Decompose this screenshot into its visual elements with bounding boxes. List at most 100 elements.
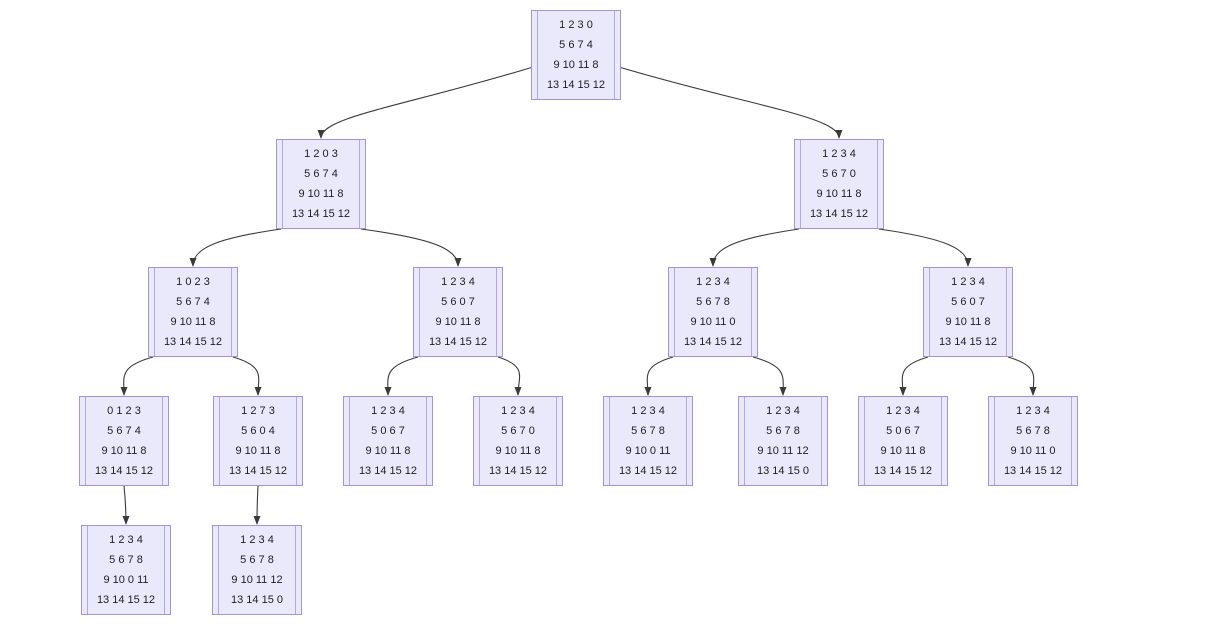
- puzzle-row: 1 2 3 4: [109, 534, 143, 546]
- puzzle-row: 9 10 11 8: [945, 316, 991, 328]
- puzzle-row: 9 10 11 8: [816, 188, 862, 200]
- puzzle-row: 9 10 11 0: [690, 316, 736, 328]
- puzzle-state-node: 1 2 3 4 5 0 6 7 9 10 11 8 13 14 15 12: [343, 396, 433, 486]
- puzzle-row: 13 14 15 12: [683, 336, 743, 348]
- puzzle-row: 5 6 7 8: [696, 296, 730, 308]
- puzzle-state-node: 1 2 3 4 5 6 7 8 9 10 0 11 13 14 15 12: [603, 396, 693, 486]
- puzzle-row: 13 14 15 12: [94, 465, 154, 477]
- tree-edge: [122, 485, 130, 525]
- puzzle-row: 5 6 7 8: [240, 554, 274, 566]
- puzzle-row: 1 2 3 4: [371, 405, 405, 417]
- puzzle-row: 9 10 11 8: [553, 59, 599, 71]
- tree-edge: [384, 356, 419, 396]
- puzzle-row: 9 10 11 12: [231, 574, 283, 586]
- puzzle-row: 9 10 11 0: [1010, 445, 1056, 457]
- puzzle-row: 13 14 15 0: [231, 594, 283, 606]
- tree-edge: [497, 356, 522, 396]
- puzzle-row: 1 2 3 4: [766, 405, 800, 417]
- puzzle-row: 13 14 15 12: [938, 336, 998, 348]
- puzzle-row: 13 14 15 12: [546, 79, 606, 91]
- puzzle-state-node: 1 2 3 4 5 0 6 7 9 10 11 8 13 14 15 12: [858, 396, 948, 486]
- tree-edge: [709, 228, 800, 267]
- puzzle-row: 9 10 11 8: [170, 316, 216, 328]
- puzzle-row: 9 10 11 8: [495, 445, 541, 457]
- tree-edge: [189, 228, 282, 267]
- tree-edge: [253, 485, 261, 525]
- tree-edge: [232, 356, 262, 396]
- puzzle-row: 5 0 6 7: [886, 425, 920, 437]
- puzzle-state-node: 1 2 3 4 5 6 7 8 9 10 11 0 13 14 15 12: [988, 396, 1078, 486]
- puzzle-row: 5 6 7 4: [107, 425, 141, 437]
- puzzle-row: 5 0 6 7: [371, 425, 405, 437]
- puzzle-row: 13 14 15 12: [358, 465, 418, 477]
- puzzle-state-node: 1 2 3 0 5 6 7 4 9 10 11 8 13 14 15 12: [531, 10, 621, 100]
- puzzle-row: 1 2 7 3: [241, 405, 275, 417]
- puzzle-row: 1 2 3 4: [822, 148, 856, 160]
- puzzle-row: 5 6 7 4: [304, 168, 338, 180]
- puzzle-row: 13 14 15 12: [873, 465, 933, 477]
- puzzle-row: 5 6 7 8: [1016, 425, 1050, 437]
- puzzle-state-node: 1 2 3 4 5 6 0 7 9 10 11 8 13 14 15 12: [413, 267, 503, 357]
- puzzle-state-node: 1 2 3 4 5 6 7 8 9 10 11 12 13 14 15 0: [212, 525, 302, 615]
- puzzle-state-node: 1 2 3 4 5 6 7 0 9 10 11 8 13 14 15 12: [473, 396, 563, 486]
- puzzle-row: 13 14 15 12: [618, 465, 678, 477]
- puzzle-row: 9 10 0 11: [625, 445, 671, 457]
- puzzle-row: 0 1 2 3: [107, 405, 141, 417]
- puzzle-row: 9 10 0 11: [103, 574, 149, 586]
- puzzle-state-node: 1 2 3 4 5 6 0 7 9 10 11 8 13 14 15 12: [923, 267, 1013, 357]
- puzzle-row: 13 14 15 12: [1003, 465, 1063, 477]
- tree-edge: [120, 356, 154, 396]
- tree-edge: [1007, 356, 1037, 396]
- puzzle-row: 13 14 15 12: [488, 465, 548, 477]
- puzzle-row: 5 6 7 0: [501, 425, 535, 437]
- tree-edge: [360, 228, 462, 267]
- puzzle-row: 5 6 7 4: [176, 296, 210, 308]
- puzzle-state-node: 1 2 0 3 5 6 7 4 9 10 11 8 13 14 15 12: [276, 139, 366, 229]
- puzzle-row: 9 10 11 8: [365, 445, 411, 457]
- puzzle-state-node: 1 2 3 4 5 6 7 0 9 10 11 8 13 14 15 12: [794, 139, 884, 229]
- puzzle-row: 13 14 15 0: [757, 465, 809, 477]
- puzzle-row: 5 6 7 8: [766, 425, 800, 437]
- puzzle-row: 5 6 7 8: [631, 425, 665, 437]
- tree-edge: [899, 356, 929, 396]
- puzzle-row: 9 10 11 8: [880, 445, 926, 457]
- puzzle-state-node: 1 2 3 4 5 6 7 8 9 10 0 11 13 14 15 12: [81, 525, 171, 615]
- tree-edge: [620, 67, 843, 139]
- puzzle-row: 1 2 3 4: [951, 276, 985, 288]
- puzzle-row: 1 2 3 4: [886, 405, 920, 417]
- tree-edge: [752, 356, 787, 396]
- puzzle-state-node: 1 0 2 3 5 6 7 4 9 10 11 8 13 14 15 12: [148, 267, 238, 357]
- puzzle-row: 1 2 3 4: [696, 276, 730, 288]
- puzzle-row: 9 10 11 12: [757, 445, 809, 457]
- tree-edge: [644, 356, 674, 396]
- puzzle-row: 13 14 15 12: [428, 336, 488, 348]
- puzzle-row: 1 2 3 4: [1016, 405, 1050, 417]
- puzzle-row: 5 6 7 4: [559, 39, 593, 51]
- puzzle-row: 13 14 15 12: [163, 336, 223, 348]
- puzzle-row: 9 10 11 8: [101, 445, 147, 457]
- puzzle-row: 5 6 0 7: [441, 296, 475, 308]
- tree-edge: [878, 228, 972, 267]
- puzzle-row: 1 2 3 4: [240, 534, 274, 546]
- puzzle-row: 13 14 15 12: [809, 208, 869, 220]
- tree-edge: [317, 67, 532, 139]
- puzzle-row: 1 0 2 3: [176, 276, 210, 288]
- puzzle-row: 9 10 11 8: [435, 316, 481, 328]
- puzzle-row: 9 10 11 8: [235, 445, 281, 457]
- puzzle-row: 5 6 7 0: [822, 168, 856, 180]
- puzzle-row: 1 2 3 4: [441, 276, 475, 288]
- puzzle-row: 9 10 11 8: [298, 188, 344, 200]
- puzzle-state-node: 1 2 3 4 5 6 7 8 9 10 11 12 13 14 15 0: [738, 396, 828, 486]
- puzzle-row: 13 14 15 12: [291, 208, 351, 220]
- puzzle-state-node: 1 2 3 4 5 6 7 8 9 10 11 0 13 14 15 12: [668, 267, 758, 357]
- puzzle-row: 1 2 0 3: [304, 148, 338, 160]
- puzzle-row: 13 14 15 12: [96, 594, 156, 606]
- puzzle-row: 1 2 3 4: [631, 405, 665, 417]
- puzzle-row: 5 6 7 8: [109, 554, 143, 566]
- puzzle-row: 5 6 0 4: [241, 425, 275, 437]
- puzzle-row: 5 6 0 7: [951, 296, 985, 308]
- puzzle-row: 1 2 3 4: [501, 405, 535, 417]
- puzzle-row: 1 2 3 0: [559, 19, 593, 31]
